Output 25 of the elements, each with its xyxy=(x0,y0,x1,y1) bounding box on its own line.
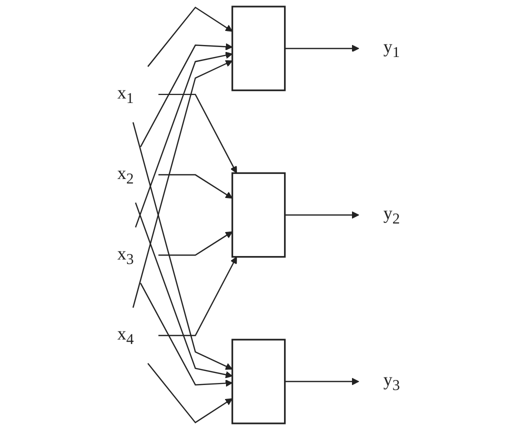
arrow xyxy=(134,52,233,228)
node-text: x$_{4}$ xyxy=(117,323,134,348)
node-text: x$_{1}$ xyxy=(117,82,134,106)
arrow xyxy=(158,174,233,199)
arrow xyxy=(158,231,233,256)
arrow xyxy=(140,43,233,148)
arrow xyxy=(158,94,237,174)
node-text: x$_{3}$ xyxy=(117,242,134,268)
node-text: x$_{2}$ xyxy=(117,162,134,187)
arrow xyxy=(147,6,233,67)
node-text: y$_{2}$ xyxy=(383,202,400,227)
node-text: y$_{1}$ xyxy=(383,36,400,60)
node-box xyxy=(231,172,286,258)
arrow xyxy=(140,282,233,387)
arrow xyxy=(158,256,237,336)
node-box xyxy=(231,338,286,424)
arrow xyxy=(284,44,359,52)
arrow xyxy=(147,363,233,424)
arrow xyxy=(134,202,233,378)
node-text: y$_{3}$ xyxy=(383,369,400,394)
node-box xyxy=(231,6,286,92)
arrow xyxy=(132,122,233,370)
arrow xyxy=(132,60,233,308)
arrow xyxy=(284,211,359,219)
arrow xyxy=(284,378,359,386)
